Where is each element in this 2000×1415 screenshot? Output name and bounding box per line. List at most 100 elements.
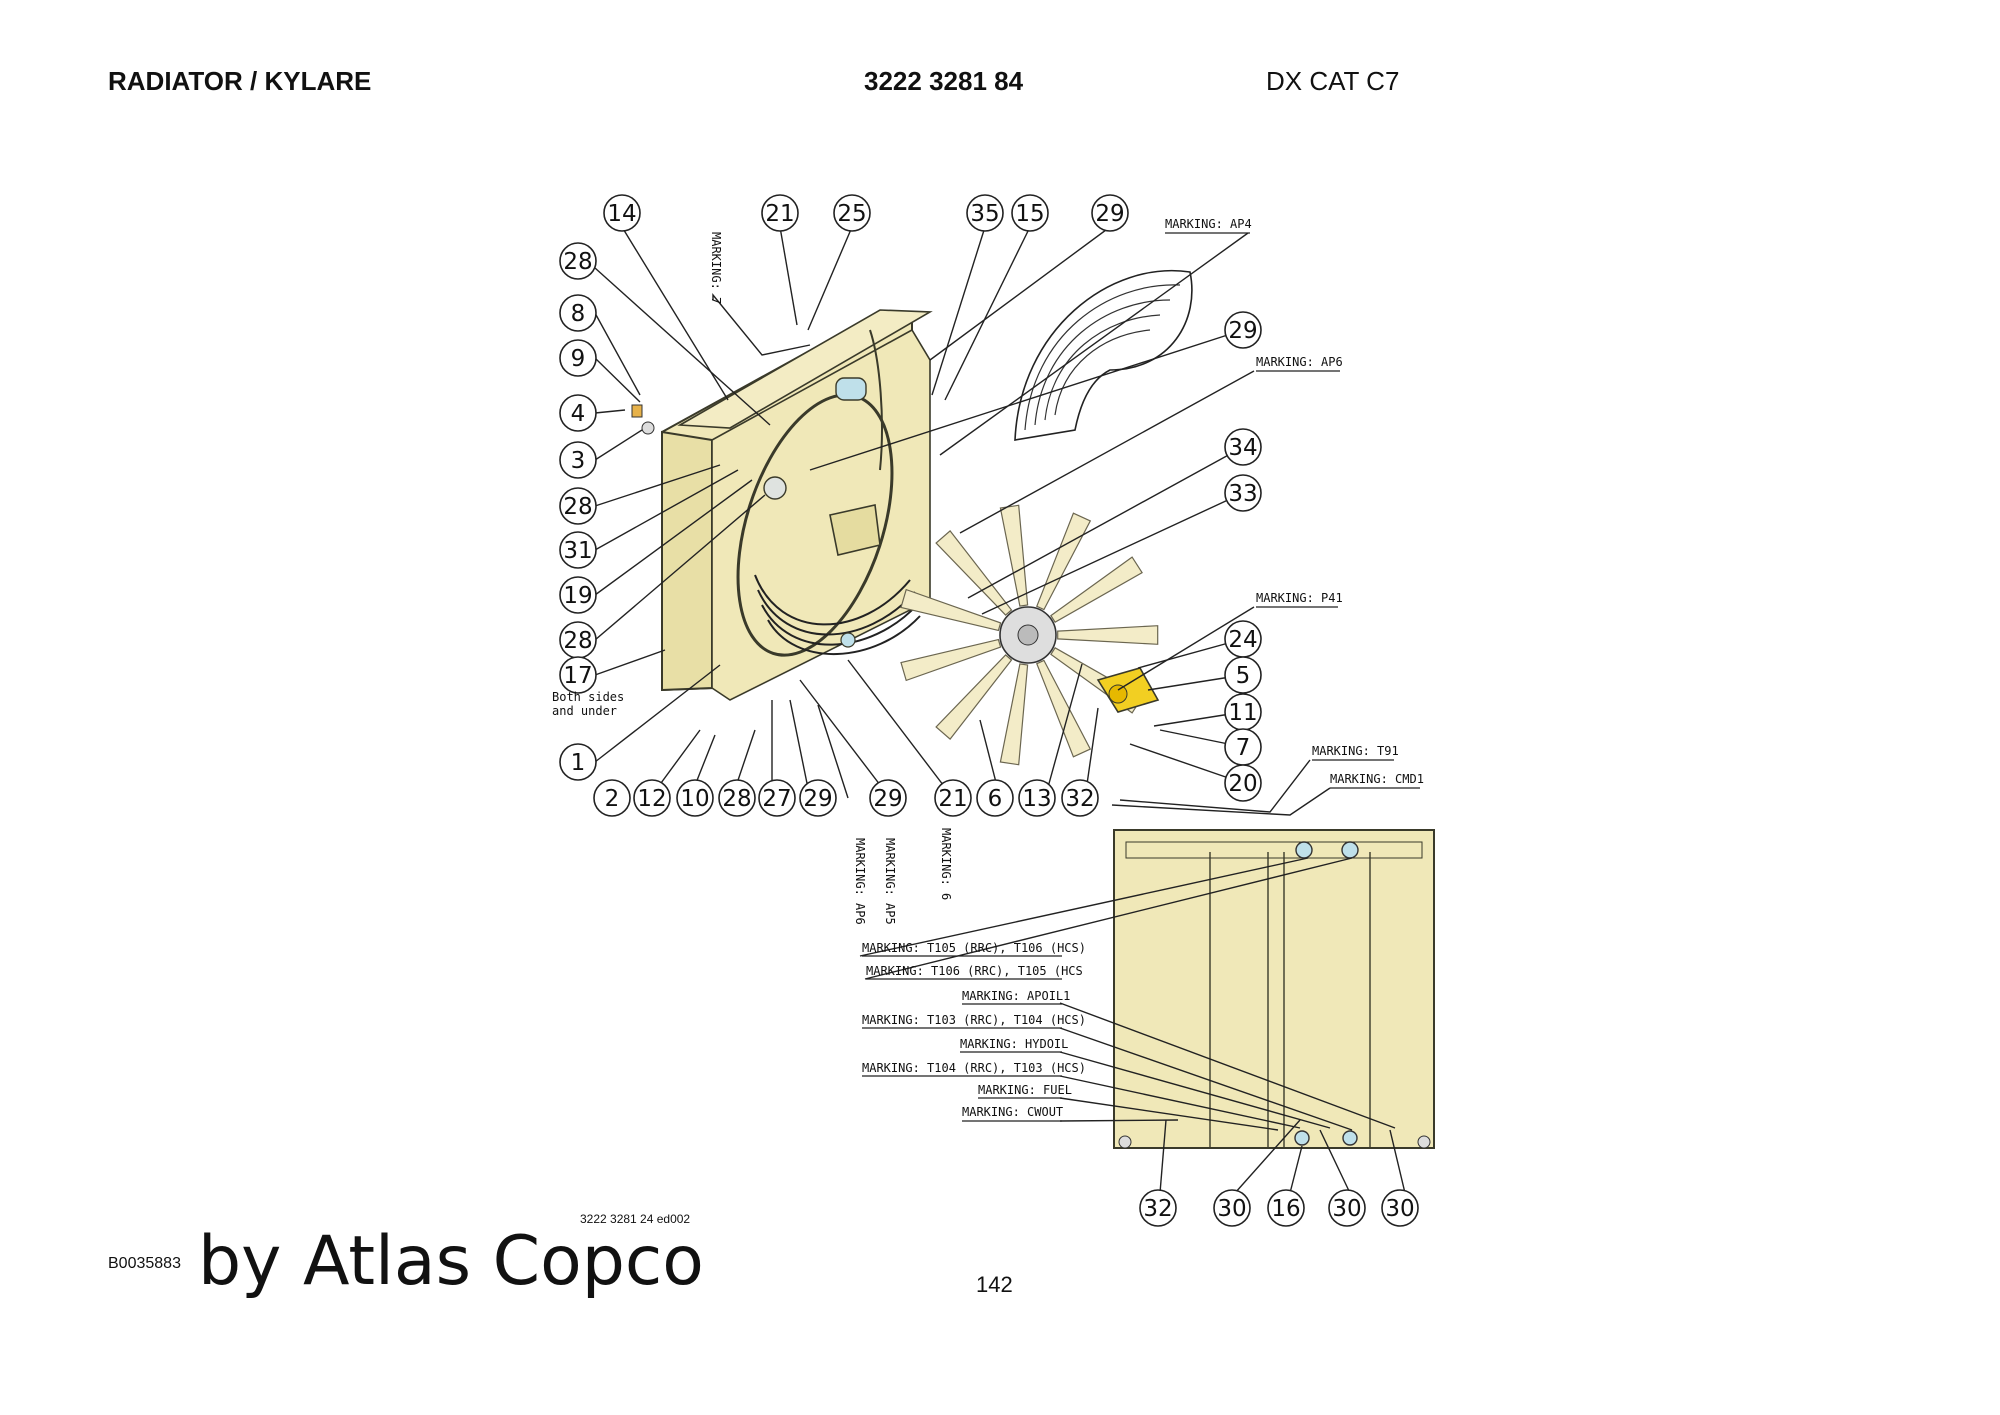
marking-hydoil: MARKING: HYDOIL <box>960 1037 1068 1051</box>
svg-text:16: 16 <box>1271 1196 1300 1222</box>
callout-15: 15 <box>1011 194 1049 232</box>
note-and-under: and under <box>552 704 617 718</box>
part-number: 3222 3281 84 <box>864 66 1024 96</box>
fan-shroud <box>1014 269 1193 441</box>
callout-35: 35 <box>966 194 1004 232</box>
page-title: RADIATOR / KYLARE <box>108 66 372 96</box>
callout-5: 5 <box>1224 656 1262 694</box>
callout-32: 32 <box>1061 779 1099 817</box>
marking-labels: MARKING: 7 MARKING: AP4 MARKING: AP6 MAR… <box>552 217 1424 1122</box>
callout-30: 30 <box>1381 1189 1419 1227</box>
svg-text:11: 11 <box>1228 700 1257 726</box>
callout-10: 10 <box>676 779 714 817</box>
callout-21: 21 <box>934 779 972 817</box>
fan-blade <box>1057 625 1159 645</box>
fan-blade <box>935 530 1013 616</box>
fan-blade <box>900 638 1002 682</box>
svg-text:30: 30 <box>1217 1196 1246 1222</box>
marking-ap6-top: MARKING: AP6 <box>1256 355 1343 369</box>
fan-blade <box>1036 512 1092 611</box>
drawing-reference: 3222 3281 24 ed002 <box>580 1212 691 1226</box>
radiator-rear-view <box>1113 829 1435 1149</box>
svg-text:10: 10 <box>680 786 709 812</box>
callout-9: 9 <box>559 339 597 377</box>
fan-blade <box>1036 659 1092 758</box>
marking-fuel: MARKING: FUEL <box>978 1083 1072 1097</box>
marking-cwout: MARKING: CWOUT <box>962 1105 1063 1119</box>
fan-blade <box>1050 556 1143 624</box>
svg-text:13: 13 <box>1022 786 1051 812</box>
callout-33: 33 <box>1224 474 1262 512</box>
callout-32: 32 <box>1139 1189 1177 1227</box>
marking-t105: MARKING: T105 (RRC), T106 (HCS) <box>862 941 1086 955</box>
callout-7: 7 <box>1224 728 1262 766</box>
svg-text:12: 12 <box>637 786 666 812</box>
marking-ap6-bottom: MARKING: AP6 <box>853 838 867 925</box>
callout-27: 27 <box>758 779 796 817</box>
marking-t106: MARKING: T106 (RRC), T105 (HCS <box>866 964 1083 978</box>
cooling-fan <box>900 504 1159 766</box>
callout-20: 20 <box>1224 764 1262 802</box>
marking-t103: MARKING: T103 (RRC), T104 (HCS) <box>862 1013 1086 1027</box>
callout-30: 30 <box>1328 1189 1366 1227</box>
marking-t104: MARKING: T104 (RRC), T103 (HCS) <box>862 1061 1086 1075</box>
svg-text:3: 3 <box>571 448 586 474</box>
callout-29: 29 <box>1091 194 1129 232</box>
callout-30: 30 <box>1213 1189 1251 1227</box>
callout-4: 4 <box>559 394 597 432</box>
fan-blade <box>999 663 1029 766</box>
marking-7: MARKING: 7 <box>709 232 723 304</box>
svg-text:29: 29 <box>873 786 902 812</box>
svg-text:32: 32 <box>1065 786 1094 812</box>
svg-text:17: 17 <box>563 663 592 689</box>
fan-blade <box>900 588 1002 632</box>
callout-28: 28 <box>559 487 597 525</box>
callout-3: 3 <box>559 441 597 479</box>
marking-t91: MARKING: T91 <box>1312 744 1399 758</box>
marking-apoil1: MARKING: APOIL1 <box>962 989 1070 1003</box>
marking-6: MARKING: 6 <box>939 828 953 900</box>
svg-text:9: 9 <box>571 346 586 372</box>
callout-28: 28 <box>718 779 756 817</box>
fan-blade <box>935 654 1013 740</box>
marking-p41: MARKING: P41 <box>1256 591 1343 605</box>
svg-text:32: 32 <box>1143 1196 1172 1222</box>
marking-ap5: MARKING: AP5 <box>883 838 897 925</box>
svg-text:4: 4 <box>571 401 586 427</box>
model-name: DX CAT C7 <box>1266 66 1400 96</box>
callout-24: 24 <box>1224 620 1262 658</box>
svg-text:28: 28 <box>563 249 592 275</box>
marking-cmd1: MARKING: CMD1 <box>1330 772 1424 786</box>
brand-text: by Atlas Copco <box>198 1222 704 1301</box>
callout-34: 34 <box>1224 428 1262 466</box>
svg-text:28: 28 <box>563 628 592 654</box>
svg-text:24: 24 <box>1228 627 1257 653</box>
svg-text:21: 21 <box>765 201 794 227</box>
callout-1: 1 <box>559 743 597 781</box>
callout-12: 12 <box>633 779 671 817</box>
callout-29: 29 <box>799 779 837 817</box>
document-code: B0035883 <box>108 1255 181 1272</box>
fan-blade <box>999 504 1029 607</box>
svg-text:1: 1 <box>571 750 586 776</box>
callout-28: 28 <box>559 242 597 280</box>
svg-text:8: 8 <box>571 301 586 327</box>
svg-text:6: 6 <box>988 786 1003 812</box>
svg-text:25: 25 <box>837 201 866 227</box>
svg-text:28: 28 <box>722 786 751 812</box>
svg-text:29: 29 <box>1228 318 1257 344</box>
svg-text:29: 29 <box>803 786 832 812</box>
svg-text:7: 7 <box>1236 735 1251 761</box>
svg-text:15: 15 <box>1015 201 1044 227</box>
svg-text:29: 29 <box>1095 201 1124 227</box>
callout-17: 17 <box>559 656 597 694</box>
leader-lines <box>594 226 1406 1194</box>
callout-28: 28 <box>559 621 597 659</box>
callout-6: 6 <box>976 779 1014 817</box>
marking-ap4: MARKING: AP4 <box>1165 217 1252 231</box>
callout-8: 8 <box>559 294 597 332</box>
callout-29: 29 <box>1224 311 1262 349</box>
callout-25: 25 <box>833 194 871 232</box>
